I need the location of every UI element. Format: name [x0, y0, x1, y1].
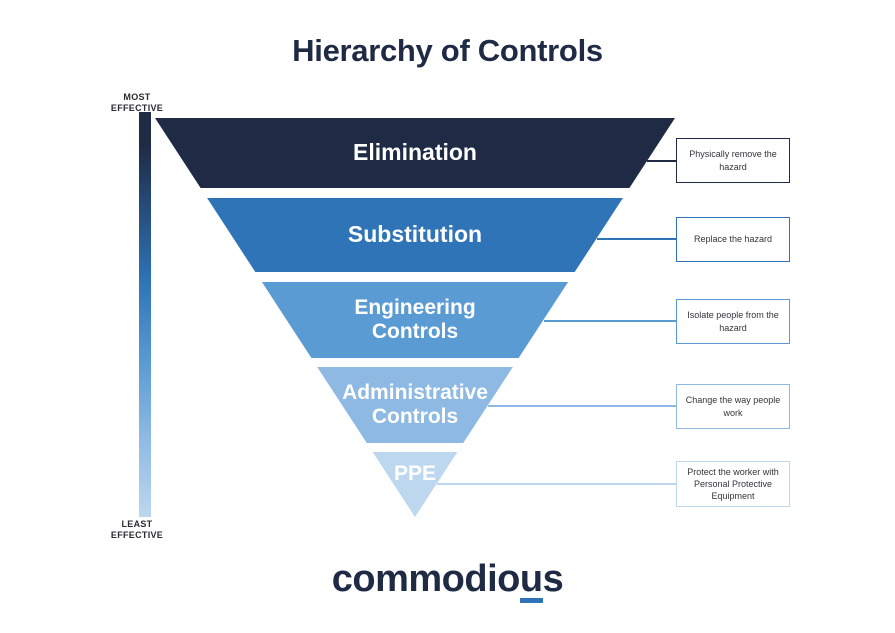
- most-effective-label: MOST EFFECTIVE: [110, 92, 164, 113]
- pyramid-level-elimination-shape: [155, 118, 675, 188]
- logo-text-suffix: s: [542, 558, 564, 600]
- callout-text-elimination: Physically remove the hazard: [689, 149, 777, 172]
- callout-box-engineering-controls: Isolate people from the hazard: [676, 299, 790, 344]
- logo-underlined-letter: u: [519, 560, 543, 603]
- connector-line-administrative-controls: [488, 405, 676, 407]
- pyramid-level-administrative-controls-shape: [317, 367, 513, 443]
- callout-text-substitution: Replace the hazard: [693, 234, 773, 245]
- callout-box-substitution: Replace the hazard: [676, 217, 790, 262]
- connector-line-substitution: [597, 238, 676, 240]
- callout-text-administrative-controls: Change the way people work: [685, 395, 781, 418]
- pyramid-label-engineering-controls: Engineering Controls: [354, 296, 476, 343]
- connector-line-ppe: [437, 483, 676, 485]
- commodious-logo: commodious: [0, 558, 895, 603]
- pyramid-label-administrative-controls: Administrative Controls: [342, 381, 488, 428]
- callout-box-ppe: Protect the worker with Personal Protect…: [676, 461, 790, 507]
- callout-text-engineering-controls: Isolate people from the hazard: [687, 310, 779, 333]
- callout-text-ppe: Protect the worker with Personal Protect…: [687, 466, 779, 502]
- pyramid-label-elimination: Elimination: [353, 139, 477, 166]
- pyramid-label-ppe: PPE: [393, 462, 437, 486]
- page-title: Hierarchy of Controls: [292, 33, 603, 68]
- logo-text-prefix: commodio: [331, 558, 521, 600]
- pyramid-level-substitution-shape: [207, 198, 623, 272]
- least-effective-label: LEAST EFFECTIVE: [110, 519, 164, 540]
- pyramid-label-substitution: Substitution: [347, 221, 483, 248]
- callout-box-administrative-controls: Change the way people work: [676, 384, 790, 429]
- hierarchy-pyramid: [155, 118, 675, 517]
- effectiveness-gradient-bar: [139, 112, 151, 517]
- callout-box-elimination: Physically remove the hazard: [676, 138, 790, 183]
- connector-line-engineering-controls: [544, 320, 676, 322]
- pyramid-level-engineering-controls-shape: [261, 282, 569, 358]
- pyramid-level-ppe-shape: [372, 452, 458, 517]
- connector-line-elimination: [647, 160, 676, 162]
